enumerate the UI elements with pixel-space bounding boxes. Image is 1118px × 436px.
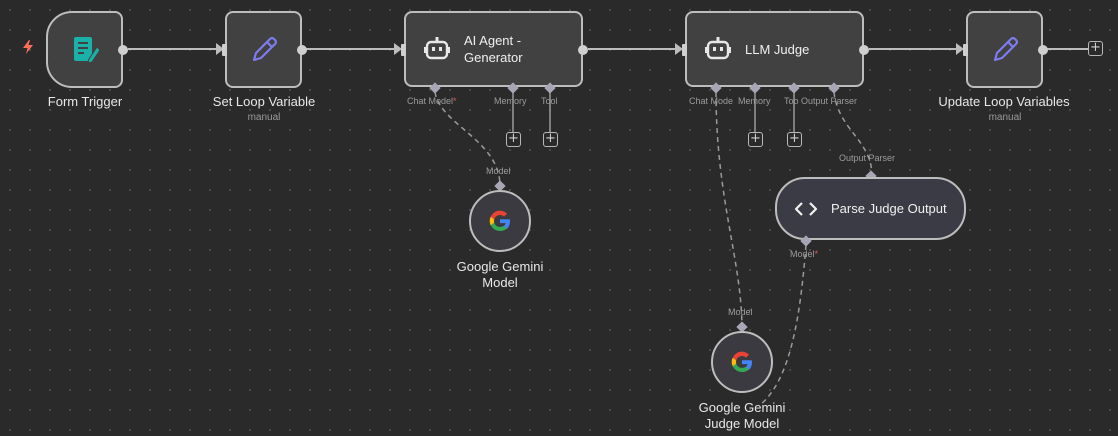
gemini-title-line1: Google Gemini <box>456 259 544 274</box>
google-gemini-model-node[interactable] <box>469 190 531 252</box>
pencil-icon <box>993 36 1018 61</box>
llm-judge-node[interactable]: LLM Judge <box>682 11 869 87</box>
add-tool-button[interactable]: + <box>543 132 558 147</box>
robot-icon <box>424 37 450 60</box>
update-loop-variables-title: Update Loop Variables <box>938 94 1070 109</box>
add-judge-memory-button[interactable]: + <box>748 132 763 147</box>
update-loop-variables-node[interactable] <box>963 11 1048 88</box>
trigger-bolt-icon <box>23 40 33 54</box>
add-next-node-button[interactable]: + <box>1088 41 1103 56</box>
set-loop-variable-node[interactable] <box>222 11 307 88</box>
llm-judge-title: LLM Judge <box>745 41 810 57</box>
parse-model-port-label: Model* <box>790 249 819 259</box>
robot-icon <box>705 37 731 60</box>
output-port[interactable] <box>297 45 307 55</box>
gemini-title-line2: Model <box>482 275 518 290</box>
form-icon <box>73 36 101 64</box>
chat-model-port-label: Chat Model* <box>407 96 457 106</box>
judge-gemini-title-line2: Judge Model <box>704 416 780 431</box>
output-port[interactable] <box>1038 45 1048 55</box>
ai-agent-title-line2: Generator <box>464 50 523 65</box>
ai-agent-title-line1: AI Agent - <box>464 33 522 48</box>
judge-tool-label: Too <box>784 96 799 106</box>
input-port[interactable] <box>682 44 687 56</box>
tool-port-label: Tool <box>541 96 558 106</box>
input-port[interactable] <box>401 44 406 56</box>
form-trigger-node[interactable] <box>46 11 128 88</box>
add-judge-tool-button[interactable]: + <box>787 132 802 147</box>
update-loop-variables-subtitle: manual <box>988 112 1022 123</box>
google-icon <box>489 210 510 232</box>
judge-gemini-port-label: Model <box>728 307 753 317</box>
judge-output-parser-label: Output Parser <box>801 96 858 106</box>
gemini-model-port-label: Model <box>486 166 511 176</box>
form-trigger-title: Form Trigger <box>47 94 123 109</box>
set-loop-variable-subtitle: manual <box>247 112 281 123</box>
input-port[interactable] <box>963 44 968 56</box>
input-port[interactable] <box>222 44 227 56</box>
parse-output-parser-port-label: Output Parser <box>839 153 896 163</box>
parse-judge-output-title: Parse Judge Output <box>831 201 947 216</box>
parse-judge-output-node[interactable]: Parse Judge Output <box>775 177 966 240</box>
output-port[interactable] <box>118 45 128 55</box>
parser-model-link <box>759 244 807 406</box>
judge-gemini-title-line1: Google Gemini <box>698 400 786 415</box>
google-gemini-judge-model-title: Google Gemini Judge Model <box>682 400 802 432</box>
judge-memory-label: Memory <box>738 96 771 106</box>
pencil-icon <box>252 36 277 61</box>
judge-model-link <box>715 91 743 331</box>
output-port[interactable] <box>859 45 869 55</box>
code-brackets-icon <box>794 201 818 216</box>
memory-port-label: Memory <box>494 96 527 106</box>
output-port[interactable] <box>578 45 588 55</box>
google-gemini-judge-model-node[interactable] <box>711 331 773 393</box>
google-gemini-model-title: Google Gemini Model <box>440 259 560 291</box>
ai-agent-generator-node[interactable]: AI Agent - Generator <box>401 11 588 87</box>
judge-chat-model-label: Chat Mode <box>689 96 734 106</box>
google-icon <box>731 351 752 373</box>
add-memory-button[interactable]: + <box>506 132 521 147</box>
set-loop-variable-title: Set Loop Variable <box>212 94 316 109</box>
